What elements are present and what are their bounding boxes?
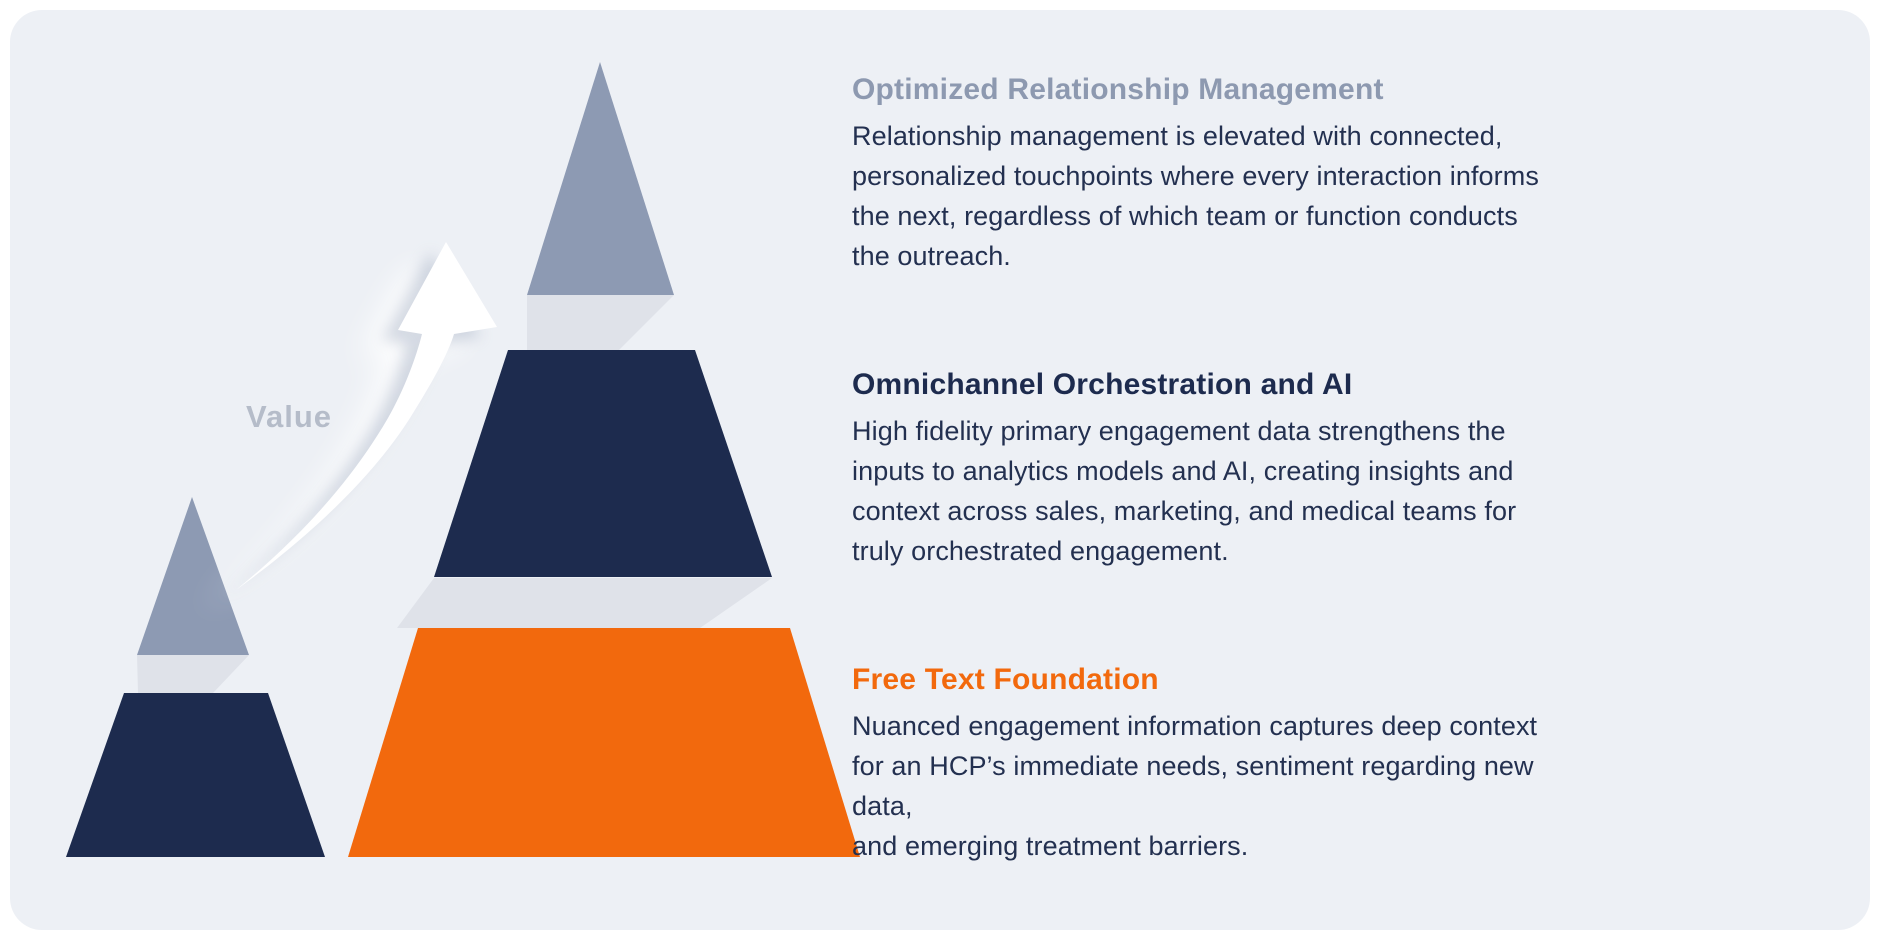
infographic-card <box>10 10 1870 930</box>
section-omnichannel-orchestration: Omnichannel Orchestration and AI High fi… <box>852 363 1572 571</box>
small-pyramid-shadow <box>137 655 249 693</box>
section-free-text-foundation: Free Text Foundation Nuanced engagement … <box>852 658 1572 866</box>
small-pyramid-top-triangle <box>137 497 249 655</box>
section-heading: Free Text Foundation <box>852 663 1159 696</box>
section-body: High fidelity primary engagement data st… <box>852 416 1517 566</box>
section-heading: Optimized Relationship Management <box>852 73 1384 106</box>
pyramid-diagram <box>66 62 860 857</box>
section-body: Relationship management is elevated with… <box>852 121 1539 271</box>
section-heading: Omnichannel Orchestration and AI <box>852 368 1353 401</box>
section-optimized-relationship-management: Optimized Relationship Management Relati… <box>852 68 1572 276</box>
text-column: Optimized Relationship Management Relati… <box>852 68 1572 866</box>
large-pyramid-top-triangle <box>527 62 674 295</box>
large-pyramid-base <box>348 628 860 857</box>
small-pyramid-base <box>66 693 325 857</box>
large-pyramid-middle <box>434 350 772 577</box>
value-arrow <box>236 242 497 590</box>
value-label: Value <box>246 399 332 434</box>
section-body: Nuanced engagement information captures … <box>852 711 1538 861</box>
large-pyramid-shadow-lower <box>397 578 772 628</box>
large-pyramid-shadow-upper <box>527 295 674 350</box>
